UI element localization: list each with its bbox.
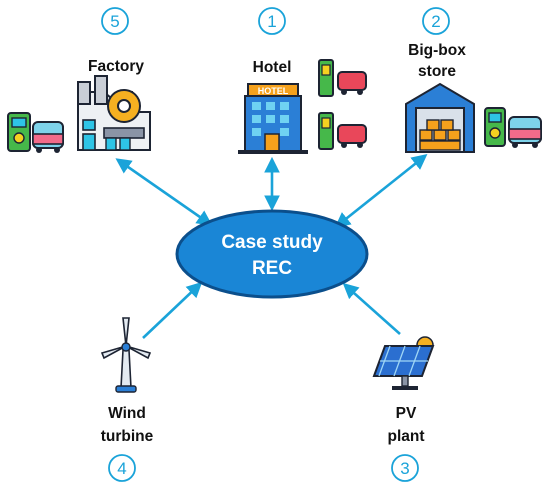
badge-wind-number: 4 xyxy=(117,459,126,478)
badge-factory-number: 5 xyxy=(110,12,119,31)
connection-arrows xyxy=(115,154,428,339)
arrow-factory xyxy=(115,158,213,226)
wind-turbine-icon xyxy=(100,317,152,393)
center-line-2: REC xyxy=(252,258,292,279)
badge-bigbox-number: 2 xyxy=(431,12,440,31)
badge-pv: 3 xyxy=(391,454,419,482)
label-pv-line1: PV xyxy=(396,405,417,422)
ev-charger-icon xyxy=(318,112,367,150)
label-hotel: Hotel xyxy=(253,59,292,76)
label-wind-line1: Wind xyxy=(108,405,146,422)
arrow-pv xyxy=(342,282,401,335)
badge-bigbox: 2 xyxy=(422,7,450,35)
ev-charger-icon xyxy=(7,112,64,153)
factory-icon xyxy=(77,75,151,151)
label-wind-line2: turbine xyxy=(101,428,154,445)
badge-hotel: 1 xyxy=(258,7,286,35)
hotel-building-icon: HOTEL xyxy=(238,83,308,154)
badge-hotel-number: 1 xyxy=(267,12,276,31)
center-ellipse xyxy=(175,209,369,299)
number-badges: 5 1 2 4 3 xyxy=(101,7,450,482)
warehouse-icon xyxy=(405,82,475,153)
label-bigbox-line2: store xyxy=(418,63,456,80)
label-factory: Factory xyxy=(88,58,144,75)
node-labels: Factory Hotel Big-box store Wind turbine… xyxy=(88,42,466,445)
case-study-rec: Case study REC xyxy=(175,209,369,299)
badge-factory: 5 xyxy=(101,7,129,35)
ev-charger-icon xyxy=(484,107,542,148)
hotel-sign-text: HOTEL xyxy=(258,86,289,96)
solar-panel-icon xyxy=(372,336,435,390)
label-bigbox-line1: Big-box xyxy=(408,42,466,59)
ev-charger-icon xyxy=(318,59,367,97)
badge-wind: 4 xyxy=(108,454,136,482)
arrow-wind xyxy=(142,281,203,339)
center-line-1: Case study xyxy=(221,232,323,253)
badge-pv-number: 3 xyxy=(400,459,409,478)
label-pv-line2: plant xyxy=(387,428,424,445)
arrow-bigbox xyxy=(334,154,428,228)
